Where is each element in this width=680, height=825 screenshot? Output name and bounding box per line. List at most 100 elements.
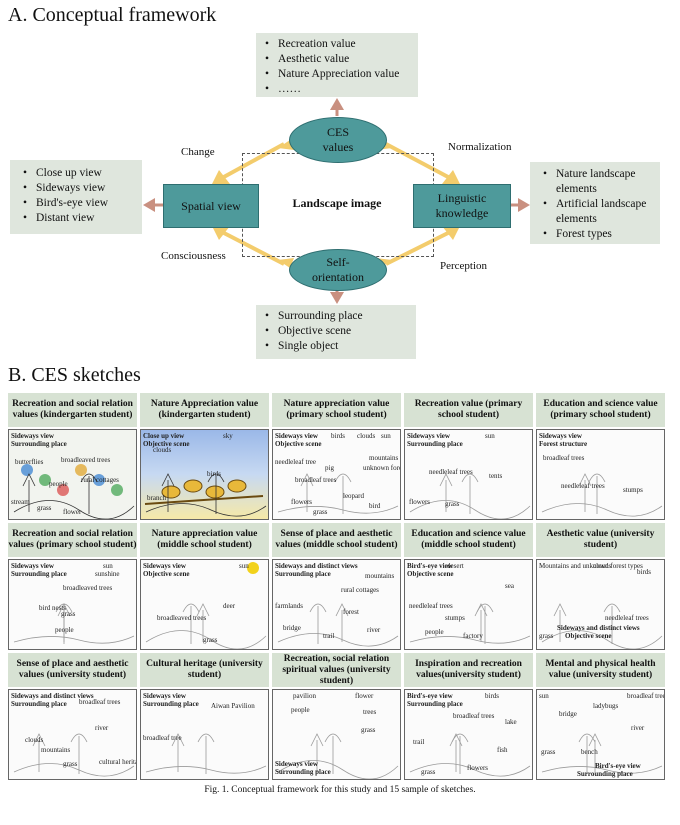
sketch-drawing (541, 733, 663, 774)
sketch-title: Aesthetic value (university student) (536, 523, 665, 557)
linguistic-knowledge-node: Linguistic knowledge (413, 184, 511, 228)
sketch-label: Bird's-eye view (595, 762, 641, 770)
sketch-label: Surrounding place (577, 770, 633, 778)
sketch-label: Objective scene (407, 570, 454, 578)
sketch-label: grass (361, 726, 376, 734)
sketch-label: flowers (467, 764, 488, 772)
sketch-label: stream (11, 498, 30, 506)
sketch-label: unknown forest type (363, 464, 400, 472)
sketch-label: grass (313, 508, 328, 516)
ces-values-list: Recreation value Aesthetic value Nature … (256, 33, 418, 97)
sketch-label: river (367, 626, 381, 634)
sketch-drawing (277, 733, 399, 779)
sketch-label: river (95, 724, 109, 732)
sketch-label: Forest structure (539, 440, 588, 448)
sketch-label: grass (539, 632, 554, 640)
sketch-label: sun (239, 562, 249, 570)
sketch-label: Sideways view (11, 432, 54, 440)
sketch-title: Sense of place and aesthetic values (uni… (8, 653, 137, 687)
sketch-label: mountains (41, 746, 71, 754)
sketch-card: Cultural heritage (university student)Si… (140, 653, 269, 780)
sketch-drawing (409, 733, 531, 777)
list-item: Sideways view (23, 181, 142, 196)
sketch-card: Sense of place and aesthetic values (mid… (272, 523, 401, 650)
sketch-drawing (277, 473, 399, 514)
self-orientation-node: Self-orientation (289, 249, 387, 291)
section-b-heading: B. CES sketches (8, 364, 141, 386)
sketch-card: Education and science value (primary sch… (536, 393, 665, 520)
sketch-label: leopard (343, 492, 364, 500)
sketch-label: Surrounding place (11, 440, 67, 448)
sketch-drawing (145, 562, 267, 649)
sketch-card: Recreation and social relation values (k… (8, 393, 137, 520)
sketch-label: factory (463, 632, 483, 640)
sketch-title: Nature appreciation value (middle school… (140, 523, 269, 557)
sketch-label: grass (541, 748, 556, 756)
sketch-grid: Recreation and social relation values (k… (8, 393, 668, 780)
sketch-label: flowers (409, 498, 430, 506)
sketch-card: Nature appreciation value (middle school… (140, 523, 269, 650)
sketch-label: Sideways view (11, 562, 54, 570)
self-orientation-list: Surrounding place Objective scene Single… (256, 305, 416, 359)
sketch-title: Inspiration and recreation values(univer… (404, 653, 533, 687)
conceptual-framework-diagram: Landscape image Recreation value Aesthet… (0, 0, 680, 362)
sketch-label: sun (539, 692, 549, 700)
sketch-label: grass (445, 500, 460, 508)
sketch-label: Sideways view (275, 760, 318, 768)
sketch-label: branch (147, 494, 167, 502)
sketch-label: grass (63, 760, 78, 768)
sketch-label: bridge (283, 624, 301, 632)
sketch-label: trail (323, 632, 335, 640)
sketch-drawing (13, 464, 135, 519)
sketch-label: mountains (365, 572, 395, 580)
sketch-label: birds (637, 568, 651, 576)
sketch-label: sun (381, 432, 391, 440)
sketch-card: Recreation and social relation values (p… (8, 523, 137, 650)
sketch-label: sun (485, 432, 495, 440)
sketch-label: bench (581, 748, 598, 756)
sketch-label: clouds (153, 446, 172, 454)
sketch-label: Sideways and distinct views (557, 624, 640, 632)
sketch-label: Surrounding place (275, 570, 331, 578)
sketch-title: Mental and physical health value (univer… (536, 653, 665, 687)
sketch-label: pavilion (293, 692, 316, 700)
sketch-label: people (425, 628, 444, 636)
sketch-label: clouds (593, 562, 612, 570)
sketch-card: Recreation, social relation spiritual va… (272, 653, 401, 780)
perception-label: Perception (440, 260, 488, 272)
sketch-drawing (541, 603, 663, 649)
sketch-label: stumps (623, 486, 643, 494)
sketch-label: deer (223, 602, 236, 610)
section-a-heading: A. Conceptual framework (8, 4, 217, 26)
sketch-label: people (49, 480, 68, 488)
ces-values-node: CES values (289, 117, 387, 163)
sketch-drawing (409, 473, 531, 519)
sketch-title: Recreation and social relation values (k… (8, 393, 137, 427)
sketch-label: needleleaf trees (561, 482, 605, 490)
sketch-label: broadleaf trees (79, 698, 121, 706)
list-item: Bird's-eye view (23, 196, 142, 211)
sketch-label: Bird's-eye view (407, 692, 453, 700)
change-label: Change (181, 146, 215, 158)
sketch-label: Objective scene (143, 570, 190, 578)
linguistic-knowledge-list: Nature landscape elements Artificial lan… (530, 162, 660, 244)
sketch-label: Surrounding place (143, 700, 199, 708)
sketch-title: Recreation, social relation spiritual va… (272, 653, 401, 687)
sketch-label: cultural heritage (99, 758, 136, 766)
sketch-card: Mental and physical health value (univer… (536, 653, 665, 780)
sketch-label: Objective scene (143, 440, 190, 448)
sketch-card: Inspiration and recreation values(univer… (404, 653, 533, 780)
list-item: Objective scene (265, 324, 416, 339)
sketch-card: Aesthetic value (university student)Moun… (536, 523, 665, 650)
sketch-label: Sideways and distinct views (275, 562, 358, 570)
sketch-drawing (277, 603, 399, 647)
list-item: Surrounding place (265, 309, 416, 324)
sketch-title: Education and science value (middle scho… (404, 523, 533, 557)
sketch-label: birds (207, 470, 221, 478)
sketch-label: broadleaf tree (143, 734, 182, 742)
sketch-label: birds (331, 432, 345, 440)
